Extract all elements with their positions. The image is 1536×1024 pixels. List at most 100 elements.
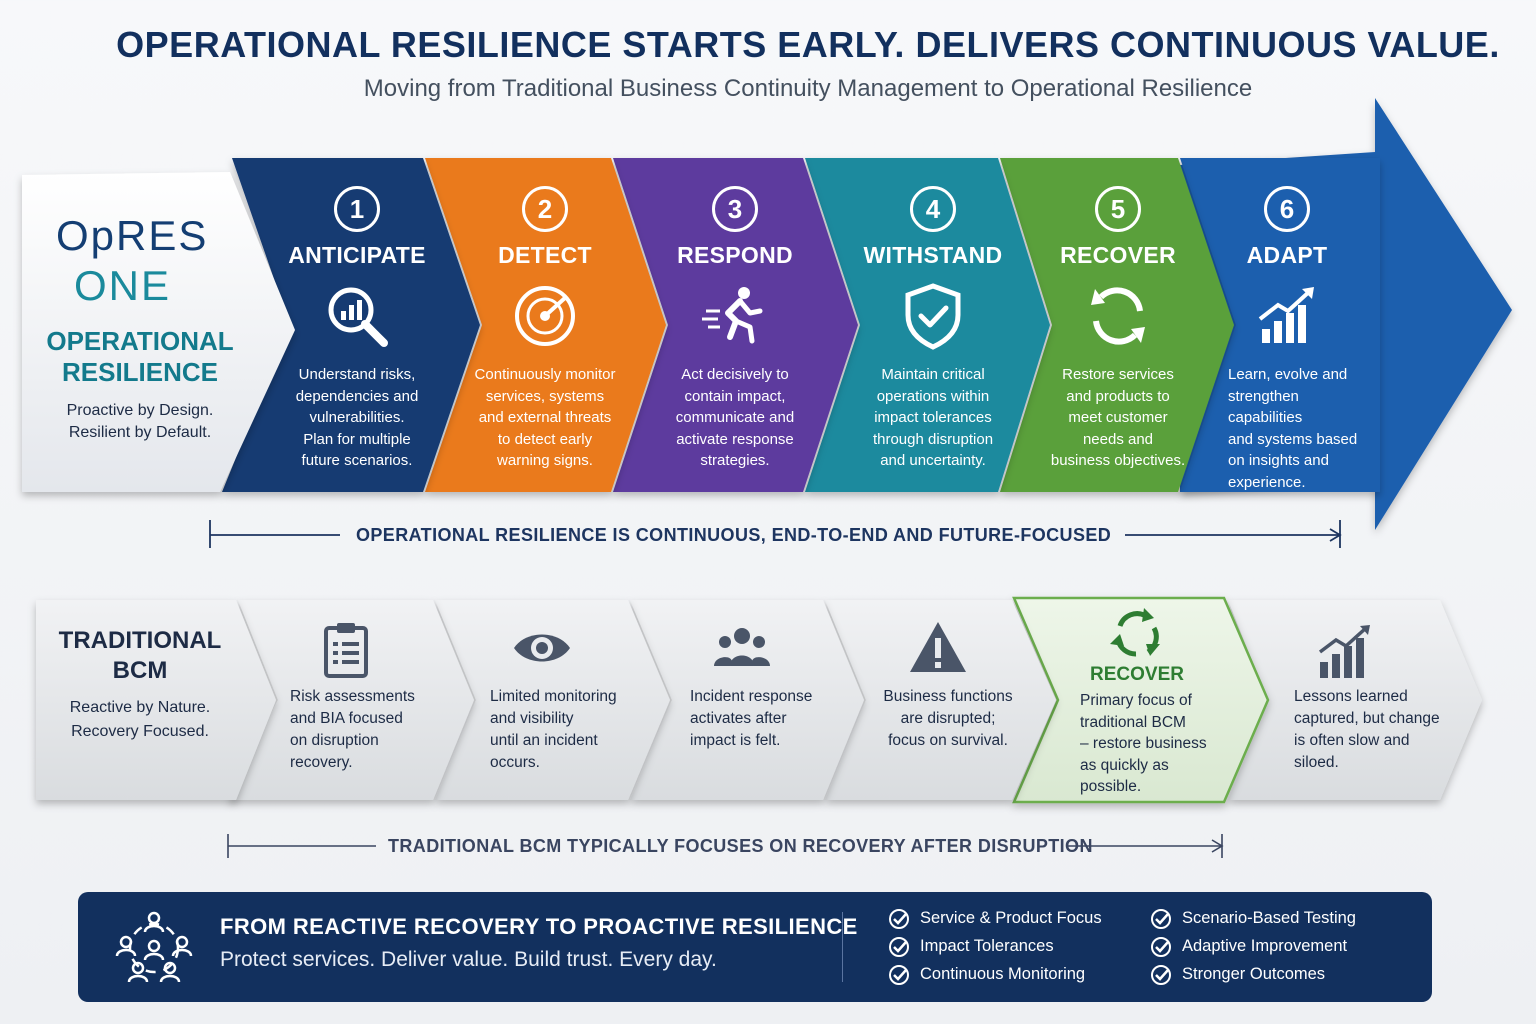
check-circle-icon [1151,937,1171,957]
stage-number: 3 [712,186,758,232]
bottom-chevron-6 [1228,600,1482,800]
bcm-recover-title: RECOVER [1090,664,1184,685]
check-item: Adaptive Improvement [1151,937,1347,957]
desc-line: Primary focus of [1080,692,1192,709]
stage-number: 2 [522,186,568,232]
desc-line: captured, but change [1294,710,1440,727]
stage-description: Learn, evolve and strengthen capabilitie… [1202,364,1372,493]
chevron-recover [1000,158,1234,492]
desc-line: vulnerabilities. [309,409,405,426]
desc-line: meet customer [1068,409,1168,426]
tbcm-title-line2: BCM [112,657,168,684]
bottom-bracket-label: TRADITIONAL BCM TYPICALLY FOCUSES ON REC… [388,836,1093,856]
stage-name: RECOVER [1060,242,1176,268]
check-label: Service & Product Focus [920,909,1102,927]
check-item: Service & Product Focus [889,909,1102,929]
tbcm-description: Reactive by Nature. Recovery Focused. [40,696,240,744]
desc-line: services, systems [485,387,605,405]
banner-divider [842,912,843,982]
stage-adapt: 6 ADAPT Learn, evolve and strengthen cap… [1202,186,1372,493]
page-title: OPERATIONAL RESILIENCE STARTS EARLY. DEL… [116,24,1500,65]
desc-line: future scenarios. [301,452,413,469]
brand-tagline: Proactive by Design. Resilient by Defaul… [40,400,240,444]
stage-number: 1 [334,186,380,232]
desc-line: traditional BCM [1080,713,1186,731]
desc-line: Maintain critical [881,366,985,383]
desc-line: Learn, evolve and [1228,366,1348,383]
brand-chevron [22,172,295,492]
stage-withstand: 4 WITHSTAND Maintain critical operations… [848,186,1018,472]
desc-line: activate response [676,430,794,448]
stage-recover: 5 RECOVER Restore services and products … [1033,186,1203,472]
bottom-chevron-4 [825,600,1056,800]
bcm-stage-2-desc: Limited monitoring and visibility until … [490,686,650,774]
tbcm-desc-line1: Reactive by Nature. [69,699,211,716]
stage-name: WITHSTAND [863,242,1003,268]
desc-line: are disrupted; [900,710,996,727]
check-item: Scenario-Based Testing [1151,909,1356,929]
desc-line: focus on survival. [888,732,1008,749]
growth-chart-icon [1258,287,1314,343]
page-subtitle: Moving from Traditional Business Continu… [363,75,1253,102]
stage-name: ADAPT [1246,242,1328,268]
desc-line: Incident response [690,688,813,705]
desc-line: recovery. [290,754,353,771]
tbcm-title-line1: TRADITIONAL [58,627,222,654]
brand-tagline-line2: Resilient by Default. [68,424,212,441]
desc-line: and BIA focused [290,710,403,727]
network-people-icon [115,911,193,983]
top-bracket [209,520,1342,548]
eye-icon [514,634,570,662]
desc-line: communicate and [675,409,795,426]
bottom-chevron-tbcm [36,600,276,800]
refresh-cycle-icon [1091,287,1145,345]
bottom-chevron-2 [435,600,670,800]
check-item: Impact Tolerances [889,937,1054,957]
check-circle-icon [1151,965,1171,985]
bcm-stage-5-desc: Primary focus of traditional BCM – resto… [1080,690,1240,798]
desc-line: and products to [1066,387,1170,405]
desc-line: possible. [1080,778,1142,795]
shield-check-icon [905,283,961,350]
stage-name: RESPOND [677,242,793,268]
desc-line: strengthen capabilities [1228,387,1303,427]
check-item: Continuous Monitoring [889,965,1085,985]
stage-description: Act decisively to contain impact, commun… [650,364,820,472]
tbcm-title: TRADITIONAL BCM [40,626,240,686]
desc-line: Plan for multiple [303,430,411,448]
bottom-chevron-5 [1012,596,1270,804]
bcm-stage-6-desc: Lessons learned captured, but change is … [1294,686,1454,774]
desc-line: contain impact, [684,387,786,405]
desc-line: is often slow and [1294,732,1410,749]
top-bracket-label: OPERATIONAL RESILIENCE IS CONTINUOUS, EN… [356,525,1112,545]
desc-line: Continuously monitor [474,366,616,383]
desc-line: Restore services [1062,366,1174,383]
brand-tagline-line1: Proactive by Design. [66,402,214,419]
people-group-icon [714,628,770,666]
bottom-chevron-3 [630,600,864,800]
stage-description: Understand risks, dependencies and vulne… [272,364,442,472]
bcm-stage-4-desc: Business functions are disrupted; focus … [878,686,1018,752]
check-circle-icon [1151,909,1171,929]
desc-line: experience. [1228,473,1306,491]
brand-name-line2: RESILIENCE [61,357,219,387]
bottom-bracket [227,834,1224,858]
brand-logo-bottom: ONE [74,262,172,309]
brand-logo-top: OpRES [56,212,209,259]
desc-line: activates after [690,710,787,727]
chevron-anticipate [222,158,480,492]
brand-name: OPERATIONAL RESILIENCE [40,326,240,388]
desc-line: impact is felt. [690,732,781,749]
chevron-detect [425,158,666,492]
desc-line: occurs. [490,754,540,771]
tbcm-desc-line2: Recovery Focused. [71,723,209,740]
summary-banner: FROM REACTIVE RECOVERY TO PROACTIVE RESI… [78,892,1432,1002]
desc-line: Limited monitoring [490,688,617,705]
desc-line: operations within [876,387,990,405]
check-circle-icon [889,965,909,985]
desc-line: strategies. [700,452,770,469]
stage-number: 6 [1264,186,1310,232]
stage-description: Continuously monitor services, systems a… [460,364,630,472]
desc-line: warning signs. [497,452,593,469]
